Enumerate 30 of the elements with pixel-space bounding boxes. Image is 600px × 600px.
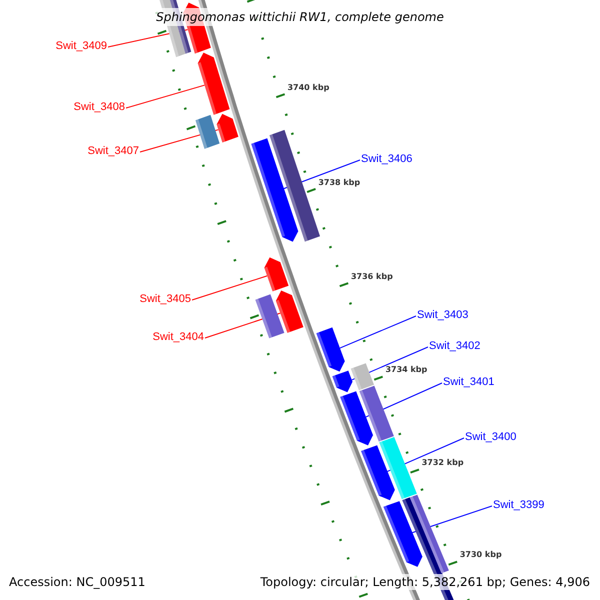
gene-feature (276, 290, 304, 333)
gene-label: Swit_3403 (417, 309, 468, 321)
gene-label: Swit_3405 (140, 293, 191, 305)
gene-feature (361, 445, 395, 500)
gene-feature (251, 138, 298, 242)
scale-label: 3738 kbp (318, 178, 360, 188)
gene-label: Swit_3406 (361, 153, 412, 165)
scale-label: 3730 kbp (460, 550, 502, 560)
gene-feature (383, 501, 422, 567)
gene-label: Swit_3404 (152, 331, 204, 343)
leader-line (126, 84, 205, 108)
scale-label: 3734 kbp (385, 365, 428, 376)
gene-feature (340, 391, 373, 446)
gene-label: Swit_3408 (74, 101, 125, 113)
gene-feature (316, 327, 345, 372)
leader-line (339, 316, 416, 349)
gene-feature (198, 52, 230, 115)
gene-label: Swit_3402 (429, 340, 480, 352)
gene-label: Swit_3400 (465, 431, 516, 443)
gene-feature (332, 370, 352, 392)
gene-feature (216, 114, 238, 142)
gene-label: Swit_3407 (88, 145, 139, 157)
scale-label: 3732 kbp (422, 458, 464, 468)
gene-label: Swit_3401 (443, 376, 494, 388)
scale-label: 3736 kbp (350, 272, 393, 282)
gene-feature (264, 257, 289, 292)
gene-label: Swit_3409 (56, 40, 107, 52)
gene-label: Swit_3399 (493, 499, 544, 511)
scale-label: 3740 kbp (287, 82, 330, 93)
leader-line (192, 275, 268, 300)
